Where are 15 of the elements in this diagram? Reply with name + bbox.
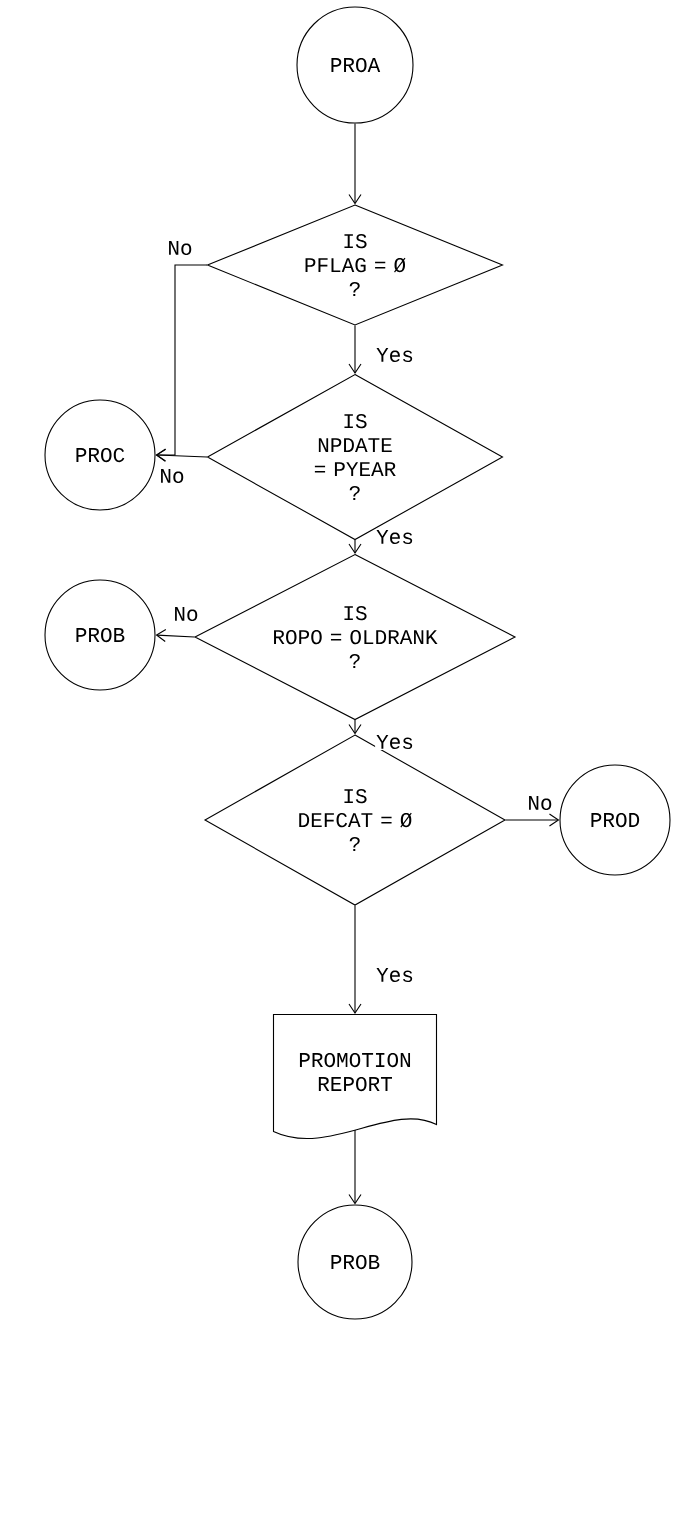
arrow [155,448,208,462]
arrow [348,905,362,1014]
arrow [348,539,362,554]
arrow [155,629,195,643]
arrow [348,1129,362,1205]
edge-label: No [166,240,194,257]
edge-label: Yes [375,734,415,751]
arrow [348,719,362,735]
edge-label: Yes [375,347,415,364]
arrow [348,123,362,205]
arrow [505,813,560,827]
edge-label: No [526,795,554,812]
edge-label: Yes [375,967,415,984]
edge-label: No [158,468,186,485]
arrow [348,325,362,374]
